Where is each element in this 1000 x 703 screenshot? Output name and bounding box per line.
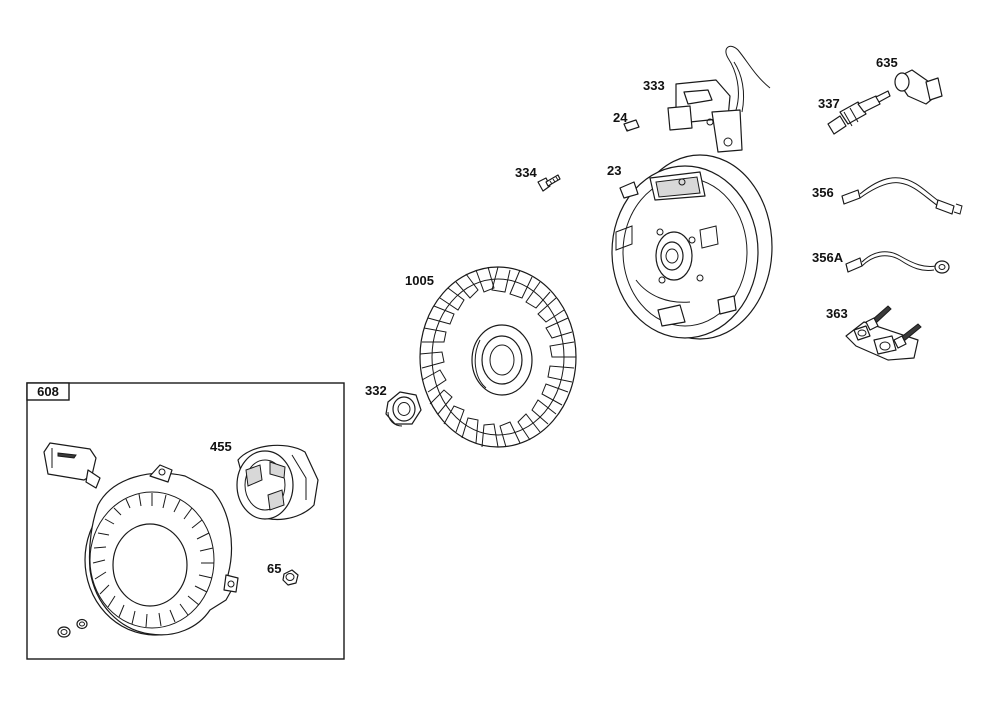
part-608-recoil-starter[interactable]	[43, 442, 239, 636]
part-356a-wire[interactable]	[845, 251, 950, 274]
part-1005-fan[interactable]	[419, 266, 577, 448]
part-334-bolt[interactable]	[537, 174, 561, 192]
label-337: 337	[818, 96, 840, 111]
label-635: 635	[876, 55, 898, 70]
label-65: 65	[267, 561, 281, 576]
label-608: 608	[37, 384, 59, 399]
part-356-wire[interactable]	[841, 177, 963, 215]
label-332: 332	[365, 383, 387, 398]
label-334: 334	[515, 165, 537, 180]
label-455: 455	[210, 439, 232, 454]
starter-assembly-box	[26, 382, 345, 660]
part-333-ignition-coil[interactable]	[667, 45, 771, 153]
label-363: 363	[826, 306, 848, 321]
part-455-starter-cup[interactable]	[236, 444, 319, 520]
part-337-spark-plug[interactable]	[827, 90, 891, 135]
part-24-key[interactable]	[623, 119, 640, 132]
label-356: 356	[812, 185, 834, 200]
part-332-flywheel-nut[interactable]	[385, 391, 422, 427]
part-635-plug-boot[interactable]	[894, 69, 943, 105]
part-23-flywheel[interactable]	[611, 154, 773, 340]
part-363-bracket[interactable]	[845, 305, 922, 361]
starter-screws[interactable]	[57, 618, 88, 638]
label-356a: 356A	[812, 250, 844, 265]
label-23: 23	[607, 163, 621, 178]
label-24: 24	[613, 110, 628, 125]
label-333: 333	[643, 78, 665, 93]
part-65-screw[interactable]	[282, 569, 299, 586]
label-1005: 1005	[405, 273, 434, 288]
